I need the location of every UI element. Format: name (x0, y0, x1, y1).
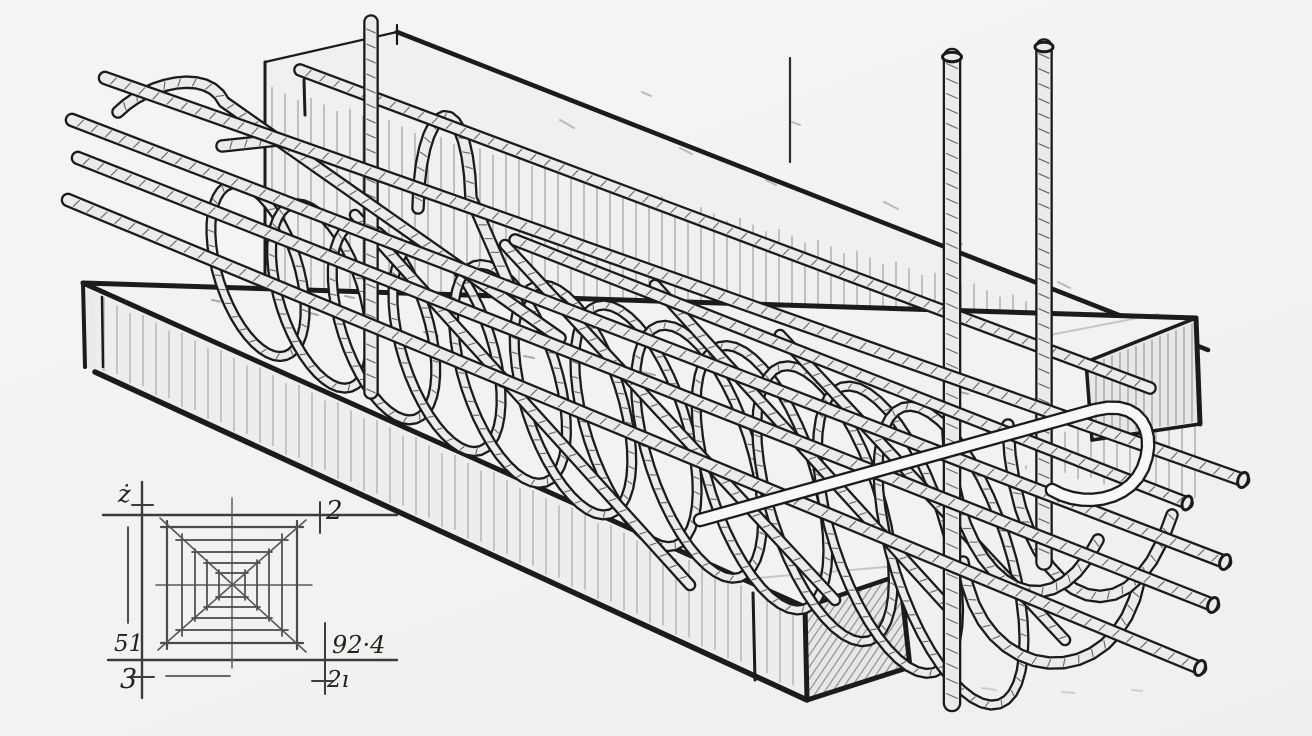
cross-section-detail (101, 480, 399, 700)
dim-label-bottom-right-value: 92·4 (332, 631, 385, 659)
dim-label-bottom-left: 3 (120, 664, 137, 695)
rebar-cage (60, 14, 1251, 713)
dim-label-bottom-right-sub: 2ı (326, 667, 349, 693)
dim-label-top-right: 2 (325, 496, 343, 526)
detail-dimension-labels: ż 2 51 3 92·4 2ı (114, 480, 385, 695)
dim-label-top-left: ż (117, 480, 131, 508)
dim-label-mid-left: 51 (114, 631, 143, 657)
